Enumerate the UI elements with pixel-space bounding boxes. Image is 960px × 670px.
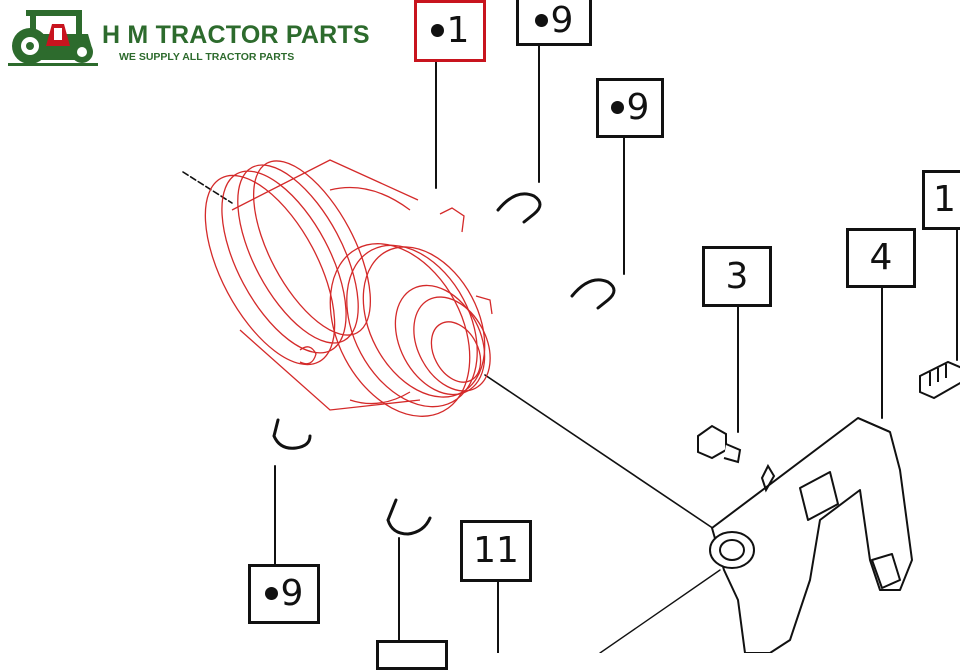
callout-bottom[interactable] (376, 640, 448, 670)
coupling-sleeve-part (204, 159, 493, 417)
callout-9-right[interactable]: 9 (596, 78, 664, 138)
dot-marker-icon (430, 23, 444, 37)
callout-1[interactable]: 1 (414, 0, 486, 62)
callout-11[interactable]: 11 (460, 520, 532, 582)
clip-top (496, 192, 542, 224)
callout-3[interactable]: 3 (702, 246, 772, 307)
bolt-part (697, 424, 776, 493)
tractor-icon (8, 10, 98, 66)
callout-label: 1 (933, 179, 956, 220)
callout-label: 3 (725, 255, 749, 297)
brand-tagline: WE SUPPLY ALL TRACTOR PARTS (119, 51, 295, 63)
dot-marker-icon (610, 100, 624, 114)
callout-label: 1 (446, 10, 470, 51)
callout-10[interactable]: 1 (922, 170, 960, 230)
diagram-drawing (8, 10, 960, 653)
callout-label: 4 (869, 237, 893, 278)
callout-4[interactable]: 4 (846, 228, 916, 288)
clip-right (570, 278, 616, 310)
callout-label: 9 (626, 87, 650, 128)
selector-fork-part (709, 417, 913, 653)
dot-marker-icon (534, 13, 548, 27)
callout-label: 9 (280, 573, 304, 614)
callout-label: 11 (473, 530, 519, 571)
parts-diagram: H M TRACTOR PARTS WE SUPPLY ALL TRACTOR … (8, 0, 960, 670)
shaft-axis-line-left (182, 171, 233, 204)
shaft-axis-line-lower (599, 569, 721, 653)
dot-marker-icon (264, 586, 278, 600)
brand-name: H M TRACTOR PARTS (102, 21, 370, 49)
callout-label: 9 (550, 0, 574, 41)
roller-part (919, 360, 960, 400)
callout-9-top[interactable]: 9 (516, 0, 592, 46)
shaft-axis-line (484, 374, 721, 534)
clip-middle (386, 498, 432, 536)
clip-left (272, 418, 312, 450)
callout-9-bottom[interactable]: 9 (248, 564, 320, 624)
